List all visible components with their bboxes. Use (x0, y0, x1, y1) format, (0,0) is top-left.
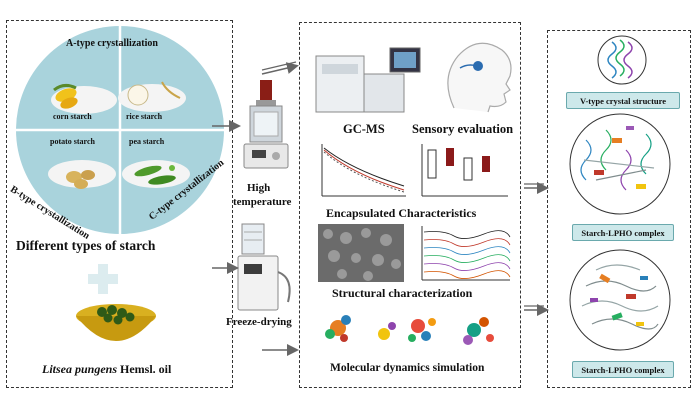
litsea-oil-italic: Litsea pungens (42, 362, 118, 376)
arrow-to-gcms (261, 62, 299, 75)
v-type-tag: V-type crystal structure (566, 92, 680, 109)
box-plot (421, 144, 508, 197)
complex-1-tag: Starch-LPHO complex (572, 224, 674, 241)
plus-icon (88, 264, 118, 294)
reactor-image (243, 80, 289, 169)
starch-wheel (16, 26, 224, 234)
ftir-spectra-plot (421, 226, 511, 281)
freeze-dryer-image (237, 223, 291, 311)
left-panel (6, 20, 233, 388)
pea-starch-image (122, 160, 190, 188)
pea-starch-label: pea starch (129, 137, 165, 146)
head-outline-image (447, 42, 512, 113)
complex-1-image (569, 113, 671, 215)
release-curve-plot (321, 144, 406, 197)
rice-starch-image (118, 81, 186, 112)
right-panel (547, 30, 691, 388)
corn-starch-image (51, 83, 117, 114)
sem-image (318, 224, 404, 282)
potato-starch-image (48, 160, 116, 189)
litsea-oil-label: Litsea pungens Hemsl. oil (42, 362, 171, 377)
litsea-oil-image (76, 304, 156, 341)
v-type-helix-image (597, 35, 647, 85)
a-type-label: A-type crystallization (66, 38, 158, 49)
complex-2-tag: Starch-LPHO complex (572, 361, 674, 378)
litsea-oil-rest: Hemsl. oil (117, 362, 172, 376)
md-snapshots-image (325, 315, 494, 345)
sensory-label: Sensory evaluation (412, 122, 514, 136)
structural-label: Structural characterization (332, 286, 473, 300)
high-temp-label-2: temperature (233, 196, 292, 208)
middle-panel (299, 22, 521, 388)
potato-starch-label: potato starch (50, 137, 95, 146)
corn-starch-label: corn starch (53, 112, 92, 121)
gcms-instrument-image (315, 47, 421, 113)
freeze-drying-label: Freeze-drying (226, 316, 292, 328)
complex-2-image (569, 249, 671, 351)
encapsulated-label: Encapsulated Characteristics (326, 206, 477, 220)
starch-types-title: Different types of starch (16, 238, 156, 253)
rice-starch-label: rice starch (126, 112, 163, 121)
md-label: Molecular dynamics simulation (330, 362, 485, 374)
gcms-label: GC-MS (343, 122, 385, 136)
high-temp-label-1: High (247, 182, 271, 194)
